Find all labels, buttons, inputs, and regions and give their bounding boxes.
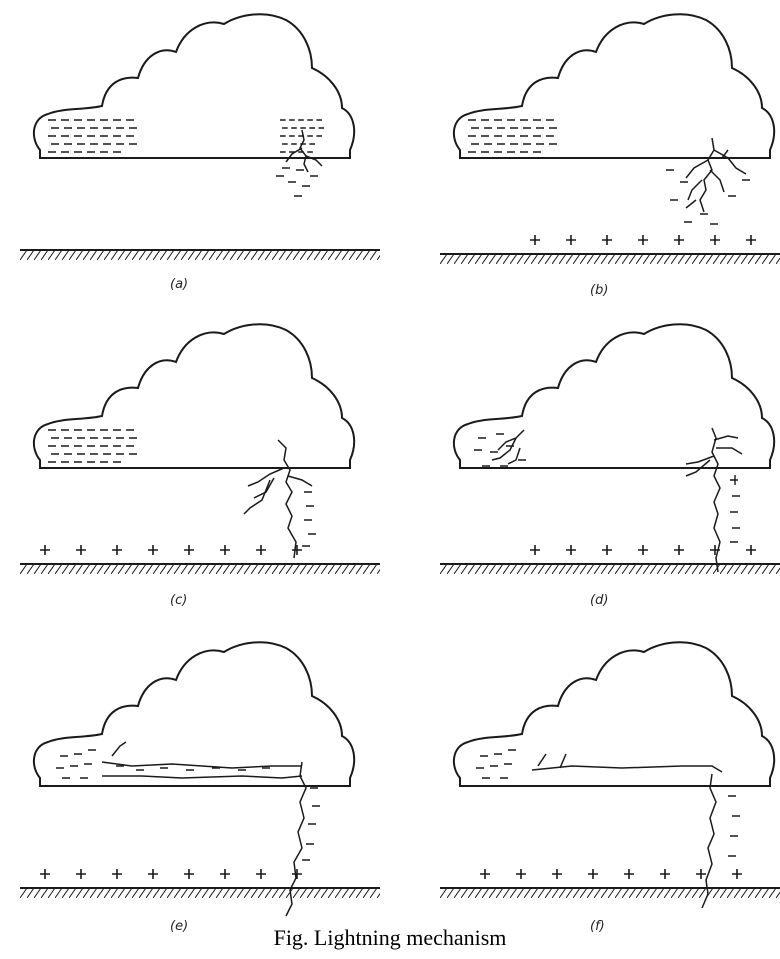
cloud-discharge-left — [492, 430, 524, 464]
panel-label: (c) — [170, 593, 187, 608]
panel-f: (f) — [440, 642, 780, 934]
panel-d: (d) — [440, 324, 780, 608]
panel-label: (d) — [590, 593, 608, 608]
panel-e: (e) — [20, 642, 380, 934]
panel-label: (b) — [590, 283, 608, 298]
panel-b: (b) — [440, 14, 780, 298]
leader-near-ground — [244, 440, 312, 558]
panel-c: (c) — [20, 324, 380, 608]
stepped-leader-branching — [686, 138, 746, 212]
panel-label: (a) — [170, 277, 188, 292]
panel-a: (a) — [20, 14, 380, 292]
figure-caption: Fig. Lightning mechanism — [0, 925, 780, 951]
final-stroke-channel — [532, 754, 722, 908]
intra-cloud-channel — [102, 742, 302, 778]
